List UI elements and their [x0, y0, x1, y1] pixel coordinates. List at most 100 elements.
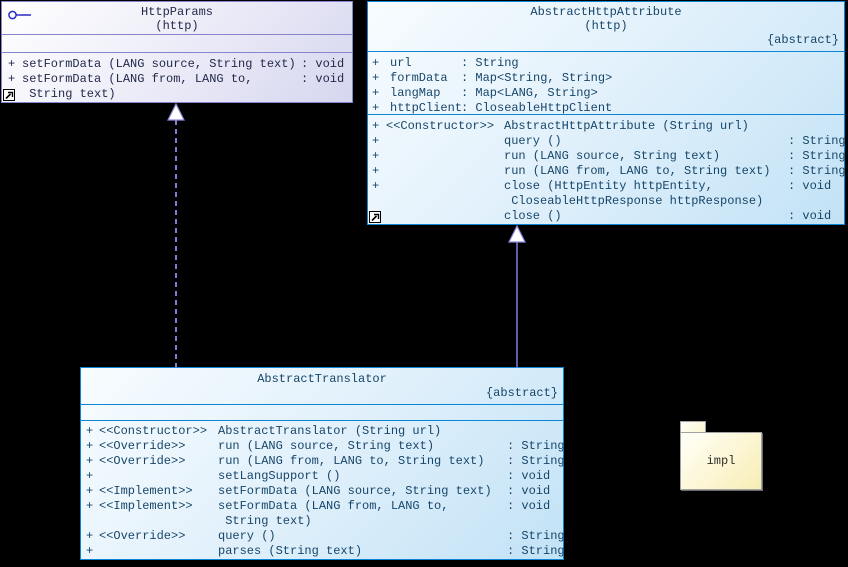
operation-row: + setLangSupport () : void: [81, 469, 563, 484]
attribute-name: url: [390, 56, 412, 70]
class-name: AbstractTranslator: [257, 372, 387, 386]
visibility: +: [372, 179, 380, 193]
expand-icon[interactable]: [3, 89, 15, 101]
operation-row: + parses (String text) : String: [81, 544, 565, 559]
visibility: +: [372, 101, 380, 115]
attribute-type: : Map<LANG, String>: [461, 86, 598, 100]
package-name: impl: [706, 454, 736, 468]
visibility: +: [86, 499, 94, 513]
operation-signature: run (LANG from, LANG to, String text): [218, 454, 485, 468]
attribute-type: : CloseableHttpClient: [461, 101, 613, 115]
return-type: : void: [507, 484, 551, 498]
stereotype: [386, 149, 504, 164]
operation-signature: setFormData (LANG from, LANG to,: [22, 72, 253, 86]
operation-signature: setFormData (LANG source, String text): [218, 484, 492, 498]
class-box-abstracttranslator[interactable]: AbstractTranslator {abstract} + <<Constru…: [80, 367, 565, 560]
operation-signature: close (HttpEntity httpEntity,: [504, 179, 713, 193]
operation-signature: setLangSupport (): [218, 469, 341, 483]
operation-row: + run (LANG from, LANG to, String text) : …: [368, 164, 846, 179]
operation-signature: CloseableHttpResponse httpResponse): [504, 194, 764, 208]
operation-row: +<<Implement>>setFormData (LANG source, …: [81, 484, 563, 499]
visibility: +: [372, 149, 380, 163]
attributes-compartment: [81, 404, 563, 420]
stereotype: [99, 469, 218, 484]
stereotype: <<Constructor>>: [386, 119, 495, 133]
attribute-row: +langMap: Map<LANG, String>: [368, 86, 844, 101]
visibility: +: [86, 454, 94, 468]
operation-row: + <<Implement>> setFormData (LANG from, LA…: [81, 499, 563, 514]
ne-arrow-icon: [5, 91, 14, 100]
return-type: : String: [507, 544, 565, 558]
operation-row: + query () : String: [368, 134, 846, 149]
package-impl[interactable]: impl: [680, 432, 762, 490]
stereotype: [386, 164, 504, 179]
return-type: : void: [788, 209, 832, 223]
operation-signature: run (LANG source, String text): [504, 149, 721, 163]
return-type: : void: [301, 57, 345, 71]
operation-signature: run (LANG source, String text): [218, 439, 435, 453]
operation-signature: String text): [218, 514, 312, 528]
operation-row: +<<Constructor>>AbstractHttpAttribute (S…: [368, 119, 844, 134]
visibility: [86, 514, 99, 529]
attribute-name: httpClient: [390, 101, 463, 115]
operation-signature: query (): [504, 134, 562, 148]
attribute-row: +formData: Map<String, String>: [368, 71, 844, 86]
attributes-compartment: +url: String +formData: Map<String, Stri…: [368, 51, 844, 116]
attribute-name: langMap: [390, 86, 441, 100]
visibility: +: [86, 424, 94, 438]
stereotype: <<Override>>: [99, 529, 186, 543]
class-package: (http): [584, 19, 628, 33]
operation-signature: parses (String text): [218, 544, 363, 558]
operation-row: String text): [2, 87, 352, 102]
realization-connector[interactable]: [163, 103, 189, 368]
operation-row: +<<Constructor>>AbstractTranslator (Stri…: [81, 424, 563, 439]
attribute-row: + httpClient: CloseableHttpClient: [368, 101, 844, 116]
operation-row: + close (HttpEntity httpEntity, : void: [368, 179, 844, 194]
stereotype: <<Implement>>: [99, 484, 193, 498]
expand-icon[interactable]: [369, 211, 381, 223]
generalization-connector[interactable]: [504, 225, 530, 368]
abstract-tag: {abstract}: [766, 33, 839, 47]
operation-signature: run (LANG from, LANG to, String text): [504, 164, 771, 178]
operation-signature: setFormData (LANG from, LANG to,: [218, 499, 449, 513]
class-box-abstracthttpattribute[interactable]: AbstractHttpAttribute (http) {abstract} …: [367, 1, 846, 225]
class-box-httpparams[interactable]: HttpParams (http) +setFormData (LANG sou…: [1, 1, 353, 103]
visibility: +: [8, 72, 16, 86]
operation-signature: AbstractHttpAttribute (String url): [504, 119, 749, 133]
stereotype: [99, 514, 218, 529]
return-type: : String: [507, 454, 565, 468]
visibility: +: [372, 164, 380, 178]
class-package: (http): [155, 19, 199, 33]
operation-signature: close (): [504, 209, 562, 223]
stereotype: [386, 179, 504, 194]
operation-signature: setFormData (LANG source, String text): [22, 57, 296, 71]
class-name: AbstractHttpAttribute: [530, 5, 682, 19]
visibility: +: [86, 469, 94, 483]
operation-signature: String text): [22, 87, 116, 101]
visibility: +: [372, 134, 380, 148]
return-type: : String: [788, 149, 846, 163]
return-type: : String: [507, 439, 565, 453]
operation-row: +<<Override>>run (LANG from, LANG to, St…: [81, 454, 565, 469]
operation-row: + run (LANG source, String text) : String: [368, 149, 846, 164]
operation-row: CloseableHttpResponse httpResponse): [368, 194, 844, 209]
return-type: : void: [788, 179, 832, 193]
stereotype: [386, 209, 504, 224]
return-type: : String: [788, 134, 846, 148]
visibility: +: [86, 544, 94, 558]
visibility: [372, 194, 386, 209]
return-type: : String: [788, 164, 846, 178]
package-tab[interactable]: [680, 421, 706, 433]
operation-row: +<<Override>>query (): String: [81, 529, 565, 544]
return-type: : void: [301, 72, 345, 86]
visibility: +: [86, 529, 94, 543]
class-header: AbstractTranslator {abstract}: [81, 368, 563, 404]
attribute-name: formData: [390, 71, 448, 85]
operations-compartment: + <<Constructor>> AbstractHttpAttribute (S…: [368, 114, 846, 224]
attribute-row: +url: String: [368, 56, 844, 71]
stereotype: <<Constructor>>: [99, 424, 208, 438]
stereotype: <<Override>>: [99, 439, 186, 453]
visibility: +: [86, 439, 94, 453]
stereotype: <<Implement>>: [99, 499, 193, 513]
return-type: : void: [507, 469, 551, 483]
